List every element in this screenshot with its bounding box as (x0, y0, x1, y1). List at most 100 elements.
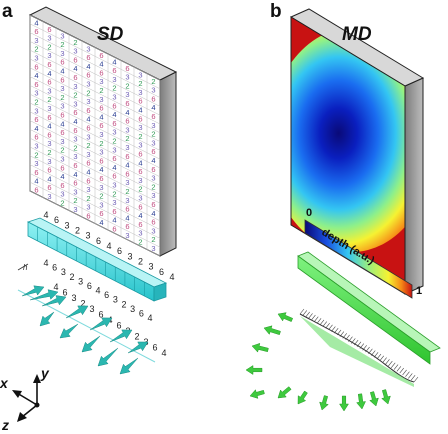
sd-grid-digit: 6 (99, 51, 103, 60)
sd-grid-hline (29, 120, 161, 186)
sd-grid-digit: 6 (34, 27, 38, 36)
sd-grid-digit: 4 (99, 112, 103, 121)
sd-grid-digit: 6 (86, 106, 90, 115)
sd-grid-digit: 4 (112, 163, 116, 172)
sd-grid-digit: 3 (125, 73, 129, 82)
sd-grid-digit: 4 (112, 216, 116, 225)
sd-grid-digit: 2 (125, 187, 129, 196)
sd-strip-digit: 6 (159, 267, 164, 277)
md-displacement-arrow (339, 395, 349, 412)
sd-grid-digit: 3 (60, 190, 64, 199)
sd-grid-digit: 3 (73, 152, 77, 161)
sd-grid-digit: 3 (47, 104, 51, 113)
sd-grid-hline (29, 155, 161, 222)
sd-grid-digit: 6 (60, 128, 64, 137)
sd-grid-digit: 4 (47, 174, 51, 183)
md-displacement-arrow (297, 390, 308, 405)
md-hatch-line (333, 328, 339, 334)
sd-displacement-arrow (41, 295, 67, 307)
sd-grid-digit: 2 (138, 79, 142, 88)
sd-strip-digit: 3 (127, 251, 132, 261)
sd-grid-digit: 6 (125, 205, 129, 214)
sd-grid-hline (29, 173, 161, 239)
sd-strip-digit: 2 (134, 332, 139, 342)
sd-grid-digit: 3 (47, 51, 51, 60)
sd-grid-digit: 4 (125, 161, 129, 170)
sd-grid-digit: 3 (47, 86, 51, 95)
sd-grid-digit: 6 (34, 62, 38, 71)
sd-grid-digit: 3 (138, 193, 142, 202)
md-hatch-line (359, 343, 365, 349)
sd-grid-digit: 2 (73, 91, 77, 100)
sd-grid-digit: 6 (138, 202, 142, 211)
h-label: h (23, 263, 28, 272)
sd-grid-digit: 3 (112, 198, 116, 207)
sd-grid-digit: 6 (138, 167, 142, 176)
sd-grid-digit: 6 (112, 207, 116, 216)
sd-strip-digit: 3 (130, 304, 135, 314)
sd-grid-digit: 2 (112, 136, 116, 145)
sd-grid-digit: 4 (99, 165, 103, 174)
sd-grid-digit: 6 (112, 154, 116, 163)
sd-grid-digit: 6 (138, 97, 142, 106)
panel-a-label: a (2, 1, 13, 22)
sd-grid-digit: 6 (73, 161, 77, 170)
sd-grid-hline (29, 14, 161, 81)
sd-grid-digit: 6 (99, 121, 103, 130)
sd-grid-hline (29, 93, 161, 160)
md-hatch-line (388, 360, 393, 367)
sd-strip-digit: 3 (113, 295, 118, 305)
sd-grid-digit: 4 (151, 156, 155, 165)
sd-grid-digit: 6 (112, 119, 116, 128)
sd-grid-digit: 3 (73, 135, 77, 144)
md-hatch-line (382, 357, 387, 363)
sd-grid-digit: 3 (151, 121, 155, 130)
sd-grid-digit: 3 (112, 92, 116, 101)
sd-strip-digit: 3 (71, 293, 76, 303)
sd-displacement-arrow (29, 289, 59, 301)
sd-grid-digit: 2 (112, 189, 116, 198)
md-arrow-field (245, 312, 391, 412)
sd-grid-hline (29, 181, 161, 248)
sd-grid-hline (29, 85, 161, 151)
sd-grid-hline (29, 146, 161, 213)
sd-grid-digit: 3 (125, 143, 129, 152)
sd-grid-digit: 4 (151, 209, 155, 218)
sd-grid-digit: 6 (138, 114, 142, 123)
sd-displacement-arrow (89, 317, 113, 331)
sd-grid-digit: 4 (151, 103, 155, 112)
sd-grid-digit: 6 (86, 123, 90, 132)
sd-grid-digit: 2 (60, 93, 64, 102)
sd-grid-digit: 4 (60, 172, 64, 181)
sd-grid-hline (29, 129, 161, 195)
sd-grid-digit: 4 (138, 211, 142, 220)
sd-grid-digit: 6 (151, 218, 155, 227)
md-profile (299, 308, 419, 387)
sd-grid-digit: 2 (73, 38, 77, 47)
sd-grid-hline (29, 23, 161, 90)
md-hatch-line (390, 362, 396, 368)
sd-grid-digit: 3 (86, 132, 90, 141)
md-hatch-line (302, 310, 308, 316)
sd-grid-digit: 3 (86, 203, 90, 212)
sd-strip-digit: 6 (104, 290, 109, 300)
sd-arrow-field (17, 285, 156, 375)
md-hatch-line (311, 314, 316, 321)
sd-displacement-arrow (39, 311, 55, 327)
sd-grid-digit: 2 (60, 40, 64, 49)
sd-grid-hline (29, 137, 161, 204)
sd-grid-hline (29, 190, 161, 257)
sd-strip-digit: 6 (54, 215, 59, 225)
sd-grid-digit: 6 (125, 64, 129, 73)
sd-grid-digit: 3 (151, 244, 155, 253)
sd-strip-digit: 4 (161, 348, 166, 358)
sd-grid-digit: 2 (34, 45, 38, 54)
sd-strip-digit: 3 (78, 276, 83, 286)
sd-grid-digit: 3 (60, 154, 64, 163)
sd-strip-digit: 3 (61, 267, 66, 277)
sd-strip-digit: 6 (116, 321, 121, 331)
sd-strip-digit: 4 (147, 313, 152, 323)
sd-grid-digit: 4 (138, 158, 142, 167)
sd-grid-digit: 3 (60, 84, 64, 93)
sd-grid-hline (29, 111, 161, 178)
